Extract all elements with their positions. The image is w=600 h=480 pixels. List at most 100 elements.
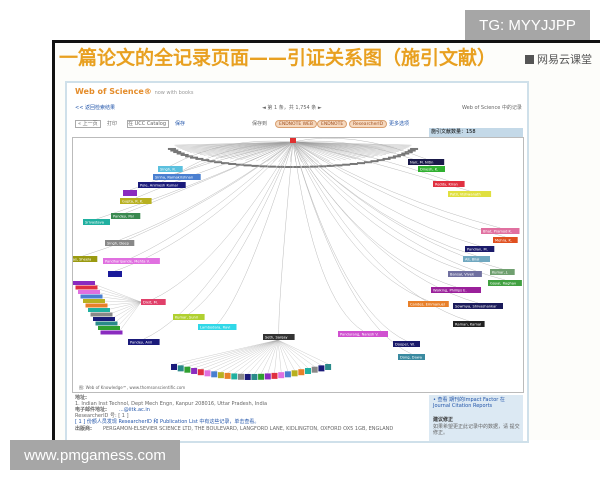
citing-node-small[interactable] — [397, 153, 406, 156]
citing-node-small[interactable] — [376, 159, 385, 162]
citing-node[interactable] — [338, 331, 388, 337]
citing-node[interactable] — [481, 228, 520, 234]
prev-button[interactable]: « 上一页 — [75, 120, 101, 128]
citing-node-small[interactable] — [251, 373, 258, 380]
citing-node-small[interactable] — [267, 165, 276, 168]
citing-node-small[interactable] — [318, 365, 325, 372]
citing-node-small[interactable] — [80, 294, 103, 299]
citing-node[interactable] — [111, 213, 141, 219]
citing-node-small[interactable] — [98, 326, 120, 330]
citing-node[interactable] — [173, 314, 205, 320]
citing-node-small[interactable] — [382, 157, 391, 160]
citing-node-small[interactable] — [90, 312, 113, 317]
citing-node-small[interactable] — [342, 163, 351, 166]
citing-node-small[interactable] — [185, 155, 194, 158]
citing-node-small[interactable] — [73, 281, 95, 285]
citing-node[interactable] — [68, 256, 98, 262]
citing-node-small[interactable] — [325, 364, 332, 370]
citing-node[interactable] — [463, 256, 490, 262]
citing-node-small[interactable] — [100, 330, 123, 335]
citing-node-small[interactable] — [221, 162, 230, 165]
citing-node-small[interactable] — [278, 372, 285, 379]
citing-node-small[interactable] — [207, 160, 216, 163]
citing-node-small[interactable] — [311, 366, 318, 373]
citing-node-small[interactable] — [78, 290, 100, 294]
citing-node-small[interactable] — [310, 165, 319, 168]
citing-node-small[interactable] — [258, 373, 265, 380]
citing-node[interactable] — [83, 219, 110, 225]
citing-node[interactable] — [153, 174, 201, 180]
researcherid-button[interactable]: ResearcherID — [349, 120, 388, 128]
citing-node[interactable] — [488, 280, 522, 286]
catalog-select[interactable]: 在 UCC Catalog — [127, 120, 169, 128]
citing-node-small[interactable] — [284, 371, 291, 378]
citing-node-small[interactable] — [231, 373, 238, 380]
endnote-web-button[interactable]: ENDNOTE WEB — [275, 120, 317, 128]
citing-node-small[interactable] — [224, 372, 231, 379]
citing-node[interactable] — [123, 190, 137, 196]
citing-node-small[interactable] — [301, 165, 310, 168]
citing-node[interactable] — [158, 166, 183, 172]
citing-node-small[interactable] — [243, 164, 252, 167]
citing-node-small[interactable] — [407, 149, 416, 152]
citing-node[interactable] — [453, 303, 503, 309]
citing-node-small[interactable] — [197, 369, 204, 376]
citing-node-small[interactable] — [298, 369, 305, 376]
citing-node-small[interactable] — [217, 372, 224, 379]
citing-node[interactable] — [418, 166, 445, 172]
citing-node-small[interactable] — [401, 152, 410, 155]
citing-node-small[interactable] — [167, 147, 176, 150]
citing-node-small[interactable] — [204, 370, 211, 377]
citing-node[interactable] — [408, 159, 445, 165]
go-button[interactable]: 保存 — [175, 121, 186, 127]
citing-node[interactable] — [448, 191, 492, 197]
citing-node-small[interactable] — [214, 161, 223, 164]
citing-node[interactable] — [108, 271, 122, 277]
citing-node-small[interactable] — [184, 366, 191, 373]
citing-node-small[interactable] — [318, 165, 327, 168]
researcherid-note[interactable]: [ 1 ] 份额人员发现 ResearcherID 和 Publication … — [75, 419, 260, 425]
citing-node-small[interactable] — [370, 160, 379, 163]
citing-node-small[interactable] — [201, 159, 210, 162]
citing-node[interactable] — [433, 181, 465, 187]
citing-node-small[interactable] — [404, 151, 413, 154]
citing-node-small[interactable] — [228, 162, 237, 165]
citing-node[interactable] — [398, 354, 425, 360]
citing-node-small[interactable] — [83, 299, 105, 303]
citing-node-small[interactable] — [259, 165, 268, 168]
citing-node-small[interactable] — [392, 155, 401, 158]
citing-node[interactable] — [198, 324, 237, 330]
citing-node-small[interactable] — [238, 373, 244, 380]
citing-node[interactable] — [103, 258, 160, 264]
citing-node[interactable] — [453, 321, 485, 327]
citing-node-small[interactable] — [75, 285, 98, 290]
citing-node-small[interactable] — [291, 370, 298, 377]
citing-node-small[interactable] — [180, 153, 189, 156]
citing-node[interactable] — [141, 299, 166, 305]
citing-node-small[interactable] — [170, 149, 179, 152]
citing-node-small[interactable] — [173, 151, 182, 154]
citing-node[interactable] — [128, 339, 160, 345]
citing-node-small[interactable] — [271, 372, 278, 379]
citing-node-small[interactable] — [211, 371, 218, 378]
citing-node-small[interactable] — [177, 365, 184, 372]
citing-node-small[interactable] — [305, 367, 311, 374]
citing-node-small[interactable] — [356, 162, 365, 165]
citing-node-small[interactable] — [171, 364, 177, 370]
citing-node[interactable] — [263, 334, 295, 340]
citing-node[interactable] — [393, 341, 420, 347]
citing-node-small[interactable] — [191, 367, 198, 374]
citing-node-small[interactable] — [85, 303, 108, 308]
citing-node-small[interactable] — [326, 164, 335, 167]
citing-node[interactable] — [448, 271, 482, 277]
citing-node-small[interactable] — [195, 157, 204, 160]
citing-node[interactable] — [465, 246, 495, 252]
citing-node-small[interactable] — [387, 156, 396, 159]
citing-node-small[interactable] — [251, 164, 260, 167]
root-paper-node[interactable] — [290, 138, 296, 143]
citing-node[interactable] — [490, 269, 515, 275]
impact-factor-link[interactable]: • 查看 期刊的Impact Factor 在 Journal Citation… — [433, 397, 505, 409]
citing-node-small[interactable] — [235, 163, 244, 166]
citing-node[interactable] — [408, 301, 449, 307]
citing-node[interactable] — [493, 237, 518, 243]
